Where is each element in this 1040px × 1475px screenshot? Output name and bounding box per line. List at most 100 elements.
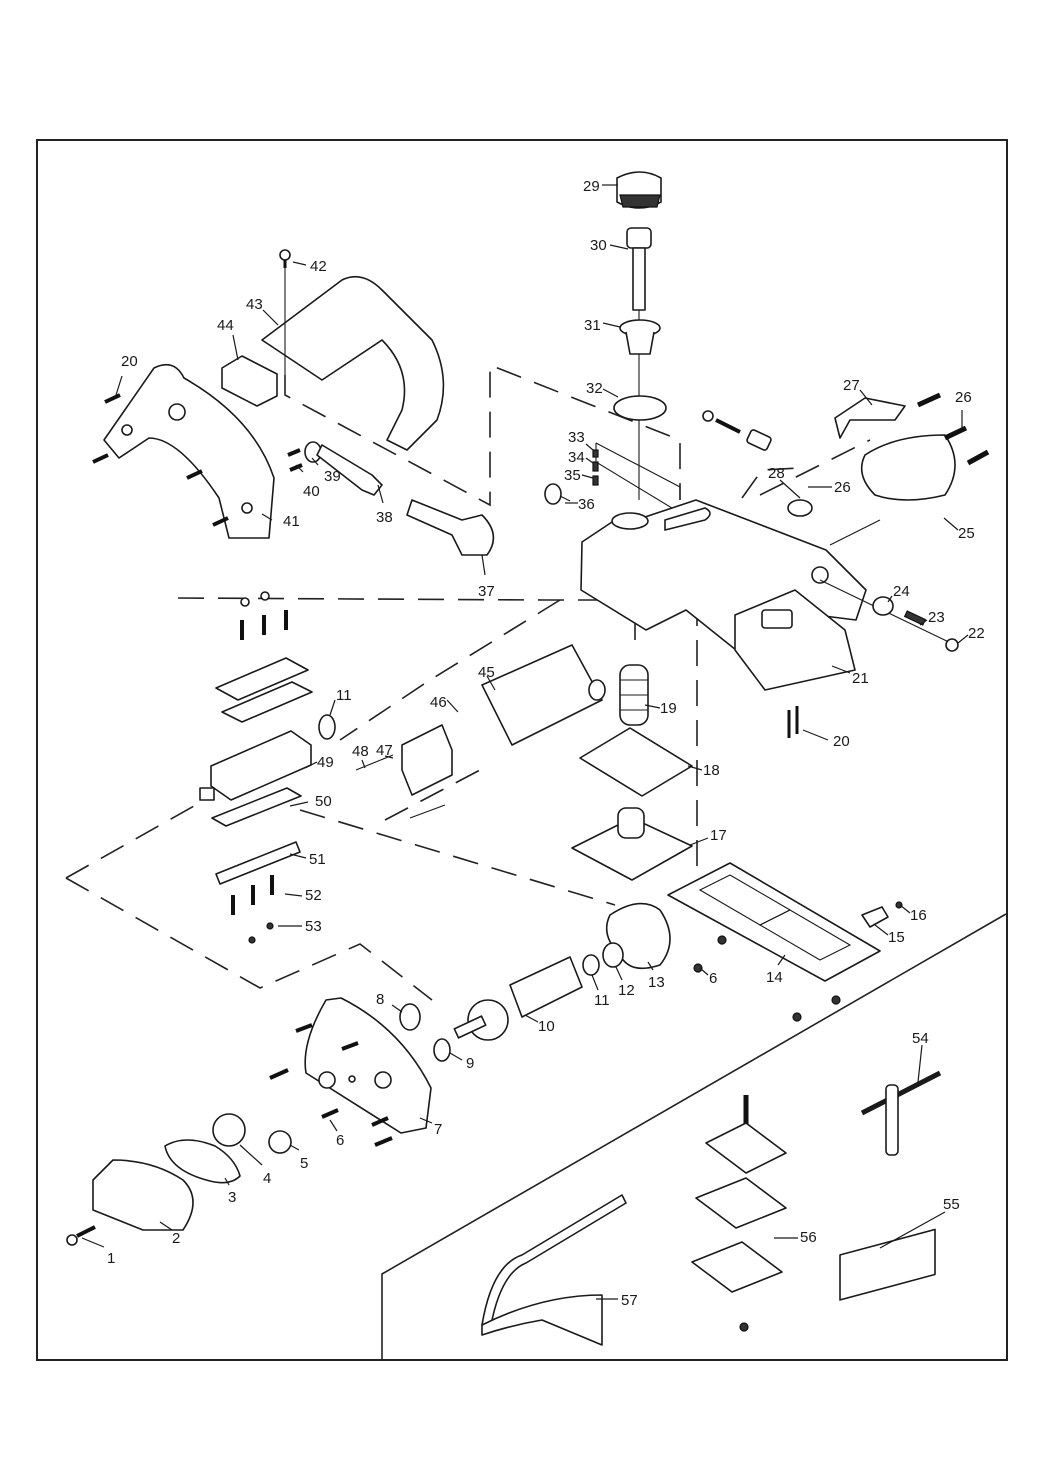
drive-belt bbox=[164, 1139, 241, 1184]
ball-16 bbox=[895, 901, 903, 909]
callout-51: 51 bbox=[309, 851, 326, 868]
callout-30: 30 bbox=[590, 237, 607, 254]
callout-57: 57 bbox=[621, 1292, 638, 1309]
callout-42: 42 bbox=[310, 258, 327, 275]
callout-32: 32 bbox=[586, 380, 603, 397]
bushing bbox=[619, 319, 661, 355]
accessories-box-border bbox=[381, 913, 1007, 1360]
callout-27: 27 bbox=[843, 377, 860, 394]
spring-plate bbox=[579, 727, 693, 797]
callout-18: 18 bbox=[703, 762, 720, 779]
callout-52: 52 bbox=[305, 887, 322, 904]
screws-6-base bbox=[693, 935, 841, 1022]
main-housing bbox=[580, 499, 867, 691]
callout-1: 1 bbox=[107, 1250, 115, 1267]
inner-belt-cover bbox=[304, 997, 432, 1134]
bearing-8 bbox=[399, 1003, 421, 1031]
callout-28: 28 bbox=[768, 465, 785, 482]
detent-parts bbox=[592, 442, 701, 526]
rear-handle bbox=[103, 363, 275, 539]
callout-5: 5 bbox=[300, 1155, 308, 1172]
depth-stop-lever bbox=[861, 906, 889, 928]
depth-spring bbox=[619, 664, 649, 726]
bearing-11 bbox=[582, 954, 600, 976]
callout-2: 2 bbox=[172, 1230, 180, 1247]
diagram-frame bbox=[36, 139, 1008, 1361]
callout-16: 16 bbox=[910, 907, 927, 924]
belt-side-cover-clip bbox=[834, 397, 906, 439]
callout-33: 33 bbox=[568, 429, 585, 446]
depth-shaft bbox=[626, 227, 652, 500]
callout-50: 50 bbox=[315, 793, 332, 810]
cutter-block-assembly bbox=[199, 591, 313, 944]
callout-21: 21 bbox=[852, 670, 869, 687]
socket-wrench bbox=[860, 1070, 942, 1156]
callout-47: 47 bbox=[376, 742, 393, 759]
callout-29: 29 bbox=[583, 178, 600, 195]
callout-35: 35 bbox=[564, 467, 581, 484]
callout-25: 25 bbox=[958, 525, 975, 542]
chip-ejection-parts bbox=[819, 579, 959, 652]
callout-41: 41 bbox=[283, 513, 300, 530]
callout-7: 7 bbox=[434, 1121, 442, 1138]
callout-55: 55 bbox=[943, 1196, 960, 1213]
power-cord-plug bbox=[406, 499, 495, 556]
callout-31: 31 bbox=[584, 317, 601, 334]
callout-45: 45 bbox=[478, 664, 495, 681]
bearing-9 bbox=[433, 1038, 451, 1062]
callout-54: 54 bbox=[912, 1030, 929, 1047]
callout-9: 9 bbox=[466, 1055, 474, 1072]
screws-20-handle bbox=[92, 393, 303, 527]
switch-assembly bbox=[702, 410, 813, 517]
callout-20-housing: 20 bbox=[833, 733, 850, 750]
callout-23: 23 bbox=[928, 609, 945, 626]
cord-clamp-and-sleeve bbox=[304, 441, 383, 496]
callout-39: 39 bbox=[324, 468, 341, 485]
callout-3: 3 bbox=[228, 1189, 236, 1206]
bearing-12 bbox=[602, 942, 624, 968]
callout-53: 53 bbox=[305, 918, 322, 935]
callouts: 1 2 3 4 5 6 6 7 8 9 10 11 11 12 13 14 15… bbox=[81, 178, 985, 1309]
callout-38: 38 bbox=[376, 509, 393, 526]
callout-46: 46 bbox=[430, 694, 447, 711]
callout-26-switch: 26 bbox=[834, 479, 851, 496]
callout-14: 14 bbox=[766, 969, 783, 986]
callout-22: 22 bbox=[968, 625, 985, 642]
callout-49: 49 bbox=[317, 754, 334, 771]
callout-4: 4 bbox=[263, 1170, 271, 1187]
callout-13: 13 bbox=[648, 974, 665, 991]
screw-1 bbox=[66, 1225, 96, 1246]
phantom-lines bbox=[65, 363, 871, 1001]
callout-11-upper: 11 bbox=[336, 687, 352, 704]
large-pulley bbox=[212, 1113, 246, 1147]
small-pulley bbox=[268, 1130, 292, 1154]
callout-6-base: 6 bbox=[709, 970, 717, 987]
callout-43: 43 bbox=[246, 296, 263, 313]
callout-48: 48 bbox=[352, 743, 369, 760]
callout-12: 12 bbox=[618, 982, 635, 999]
callout-8: 8 bbox=[376, 991, 384, 1008]
callout-56: 56 bbox=[800, 1229, 817, 1246]
callout-36: 36 bbox=[578, 496, 595, 513]
callout-34: 34 bbox=[568, 449, 585, 466]
callout-15: 15 bbox=[888, 929, 905, 946]
blade-gauge bbox=[839, 1228, 936, 1301]
callout-10: 10 bbox=[538, 1018, 555, 1035]
callout-20-handle: 20 bbox=[121, 353, 138, 370]
armature bbox=[453, 956, 583, 1041]
bearing-upper bbox=[318, 714, 336, 740]
screws-26 bbox=[916, 392, 990, 466]
callout-19: 19 bbox=[660, 700, 677, 717]
front-handle bbox=[261, 265, 445, 451]
callout-40: 40 bbox=[303, 483, 320, 500]
depth-knob bbox=[616, 171, 662, 209]
screws-20-bottom bbox=[787, 706, 799, 738]
blade-sharpening-holder bbox=[691, 1095, 787, 1332]
callout-44: 44 bbox=[217, 317, 234, 334]
screw-42 bbox=[279, 249, 291, 268]
callout-11-lower: 11 bbox=[594, 992, 610, 1009]
outer-belt-cover bbox=[92, 1159, 194, 1231]
callout-37: 37 bbox=[478, 583, 495, 600]
front-base bbox=[571, 807, 693, 881]
